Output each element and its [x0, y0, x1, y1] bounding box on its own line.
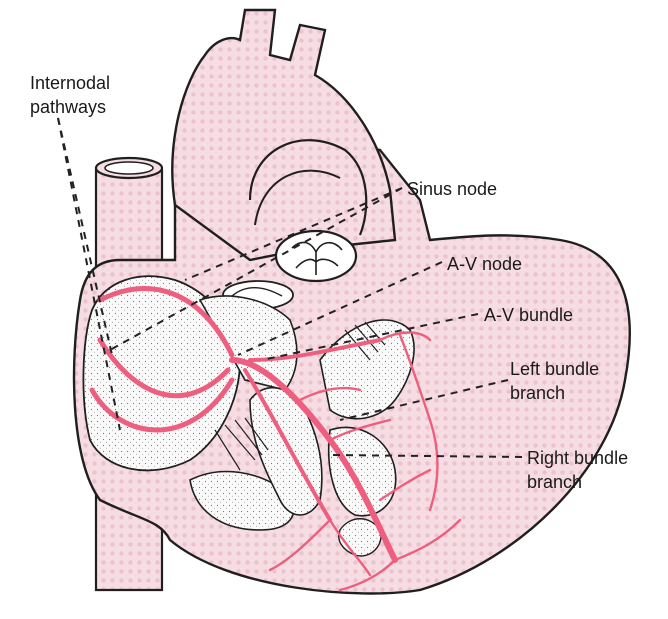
leader-right-bundle	[329, 454, 523, 458]
right-bundle-path	[243, 368, 332, 522]
label-left-bundle-line1: Left bundle	[510, 359, 600, 379]
label-left-bundle-line2: branch	[510, 383, 566, 403]
ventricles	[189, 295, 415, 557]
leader-internodal-a	[57, 117, 121, 431]
label-sinus-node: Sinus node	[407, 179, 498, 199]
internodal-pathway-b	[97, 337, 231, 399]
leader-av-node	[237, 261, 443, 356]
label-av-node: A-V node	[447, 254, 523, 274]
leader-av-bundle	[261, 313, 479, 361]
leader-lines	[57, 117, 523, 458]
label-internodal-line1: Internodal	[30, 73, 111, 93]
leader-internodal-b	[57, 117, 113, 356]
leader-left-bundle	[339, 379, 509, 421]
leader-sinus-node	[184, 187, 403, 281]
left-bundle-path	[248, 338, 382, 362]
conduction-system	[89, 286, 462, 592]
label-right-bundle-line2: branch	[527, 472, 583, 492]
label-internodal-line2: pathways	[30, 97, 107, 117]
internodal-pathway-a	[97, 286, 235, 358]
leader-sinus-to-atrium	[109, 187, 403, 351]
label-av-bundle: A-V bundle	[484, 305, 574, 325]
internodal-pathway-c	[89, 377, 235, 433]
label-right-bundle-line1: Right bundle	[527, 448, 629, 468]
purkinje-fibers	[268, 331, 462, 592]
